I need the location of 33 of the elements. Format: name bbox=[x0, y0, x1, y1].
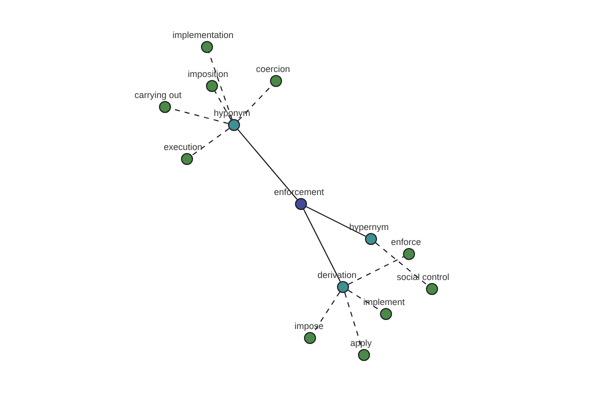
connector bbox=[303, 208, 341, 282]
node-label: imposition bbox=[188, 69, 228, 79]
node-label: hypernym bbox=[349, 222, 389, 232]
node-dot bbox=[304, 332, 316, 344]
node-dot bbox=[380, 308, 392, 320]
node-label: coercion bbox=[256, 64, 290, 74]
node-label: social control bbox=[396, 272, 450, 282]
node-label: enforce bbox=[390, 237, 422, 247]
dashed-connector bbox=[214, 90, 232, 120]
dashed-connector bbox=[348, 256, 404, 285]
dashed-connector bbox=[375, 242, 428, 286]
dashed-connector bbox=[208, 52, 233, 120]
node-dot bbox=[206, 80, 218, 92]
node-label: implementation bbox=[172, 30, 234, 40]
node-dot bbox=[228, 119, 240, 131]
node-dot bbox=[365, 233, 377, 245]
node-dot bbox=[181, 153, 193, 165]
node-label: hyponym bbox=[214, 108, 250, 118]
connector bbox=[237, 129, 298, 200]
node-label: impose bbox=[294, 321, 324, 331]
connector bbox=[306, 206, 366, 237]
node-dot bbox=[295, 198, 307, 210]
node-dot bbox=[337, 281, 349, 293]
node-dot bbox=[201, 41, 213, 53]
node-dot bbox=[403, 248, 415, 260]
node-label: implement bbox=[363, 297, 405, 307]
node-label: execution bbox=[164, 142, 202, 152]
node-dot bbox=[358, 349, 370, 361]
node-label: carrying out bbox=[134, 90, 182, 100]
node-dot bbox=[426, 283, 438, 295]
node-dot bbox=[270, 75, 282, 87]
dashed-connector bbox=[191, 128, 230, 156]
node-dot bbox=[159, 101, 171, 113]
